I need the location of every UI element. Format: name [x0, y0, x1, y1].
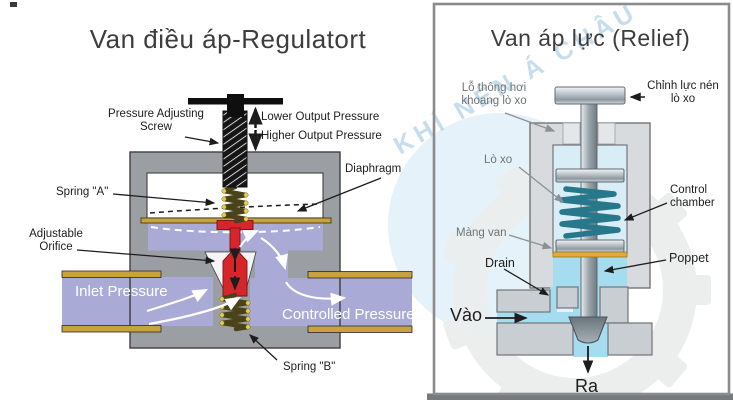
t-handle	[188, 94, 283, 117]
label-drain: Drain	[485, 256, 515, 270]
flow-arrows	[146, 229, 347, 326]
corner-artifact	[10, 2, 17, 7]
vent-notch-right	[597, 122, 616, 145]
label-diaphragm: Diaphragm	[345, 163, 402, 175]
label-arrows-right	[503, 92, 668, 296]
lower-spring-seat	[555, 239, 625, 253]
upper-spring-seat	[555, 168, 625, 183]
inlet-channel-relief	[497, 312, 573, 323]
inlet-pipe	[62, 277, 134, 326]
relief-diagram	[485, 86, 668, 374]
label-spring-a: Spring "A"	[56, 186, 109, 198]
label-mang-van: Màng van	[456, 227, 507, 239]
label-lower-output-pressure: Lower Output Pressure	[261, 111, 380, 123]
label-pressure-adjusting-screw: Pressure Adjusting Screw	[108, 108, 204, 134]
label-adjustable-orifice: Adjustable Orifice	[29, 228, 83, 254]
label-poppet: Poppet	[669, 251, 709, 265]
drain-channel	[550, 287, 557, 323]
label-ra: Ra	[575, 376, 599, 396]
regulator-diagram	[61, 94, 413, 361]
relief-title: Van áp lực (Relief)	[490, 25, 691, 51]
label-arrows-left	[76, 136, 382, 361]
internal-channel	[255, 250, 288, 282]
adjusting-cap	[554, 86, 626, 105]
label-control-chamber: Control chamber	[670, 184, 715, 210]
relief-diaphragm	[552, 251, 628, 258]
brass-fittings	[61, 270, 413, 333]
panel-bottom-bar	[427, 393, 733, 400]
outlet-pipe	[337, 278, 412, 326]
label-lo-xo: Lò xo	[484, 154, 513, 166]
label-inlet-pressure: Inlet Pressure	[75, 283, 168, 300]
outlet-channel	[250, 278, 339, 326]
label-adjust-force: Chỉnh lực nén lò xo	[647, 80, 719, 106]
vent-notch-left	[562, 122, 581, 145]
label-vent-hole: Lỗ thông hơi khoang lò xo	[461, 82, 527, 108]
label-spring-b: Spring "B"	[283, 361, 336, 373]
spring-a-coil	[221, 184, 249, 224]
label-higher-output-pressure: Higher Output Pressure	[261, 130, 382, 142]
relief-spring-coil	[559, 186, 621, 239]
relief-panel-frame	[432, 2, 731, 396]
regulator-title: Van điều áp-Regulatort	[89, 24, 367, 54]
label-vao: Vào	[450, 305, 483, 325]
adjusting-screw	[222, 110, 248, 188]
label-controlled-pressure: Controlled Pressure	[282, 306, 415, 323]
relief-poppet-cone	[568, 316, 608, 344]
